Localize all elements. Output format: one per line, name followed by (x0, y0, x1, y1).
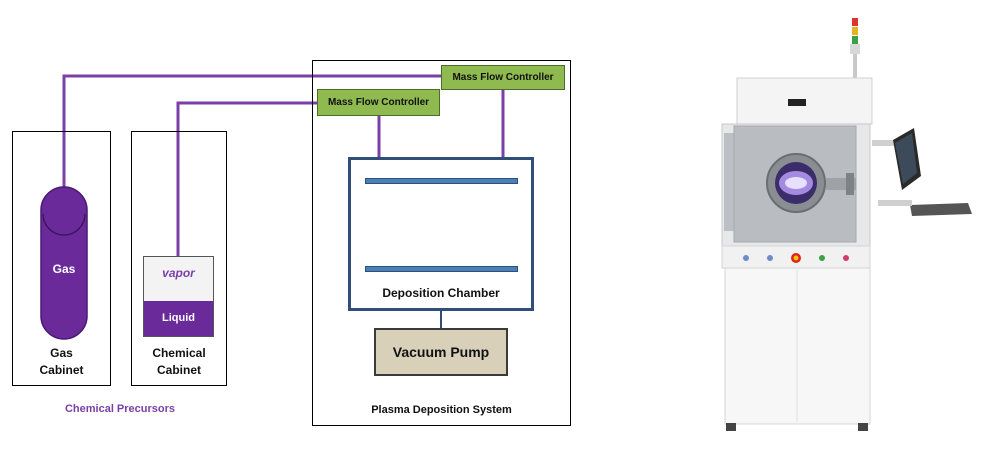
vapor-label: vapor (162, 266, 195, 280)
chemical-precursors-caption: Chemical Precursors (64, 403, 176, 415)
deposition-chamber (348, 157, 534, 311)
vacuum-pump-label: Vacuum Pump (392, 344, 490, 360)
gas-line-upper (62, 74, 441, 205)
upper-electrode (365, 178, 518, 184)
liquid-fill (144, 301, 213, 336)
mass-flow-controller-upper: Mass Flow Controller (441, 65, 565, 90)
chemical-cabinet-label-line1: Chemical (152, 346, 206, 360)
deposition-chamber-label: Deposition Chamber (382, 286, 500, 300)
gas-cylinder-label: Gas (52, 262, 76, 276)
plasma-system-label: Plasma Deposition System (371, 404, 512, 416)
plasma-deposition-system (312, 60, 571, 426)
liquid-label: Liquid (162, 312, 195, 324)
gas-cabinet-label-line1: Gas (50, 346, 73, 360)
chemical-cabinet-label-line2: Cabinet (156, 363, 201, 377)
vacuum-pump (374, 328, 508, 376)
lower-electrode (365, 266, 518, 272)
gas-cabinet-label-line2: Cabinet (39, 363, 84, 377)
gas-line-lower (176, 101, 317, 257)
gas-cabinet (12, 131, 111, 386)
chemical-cabinet (131, 131, 227, 386)
mass-flow-controller-lower: Mass Flow Controller (317, 89, 440, 116)
